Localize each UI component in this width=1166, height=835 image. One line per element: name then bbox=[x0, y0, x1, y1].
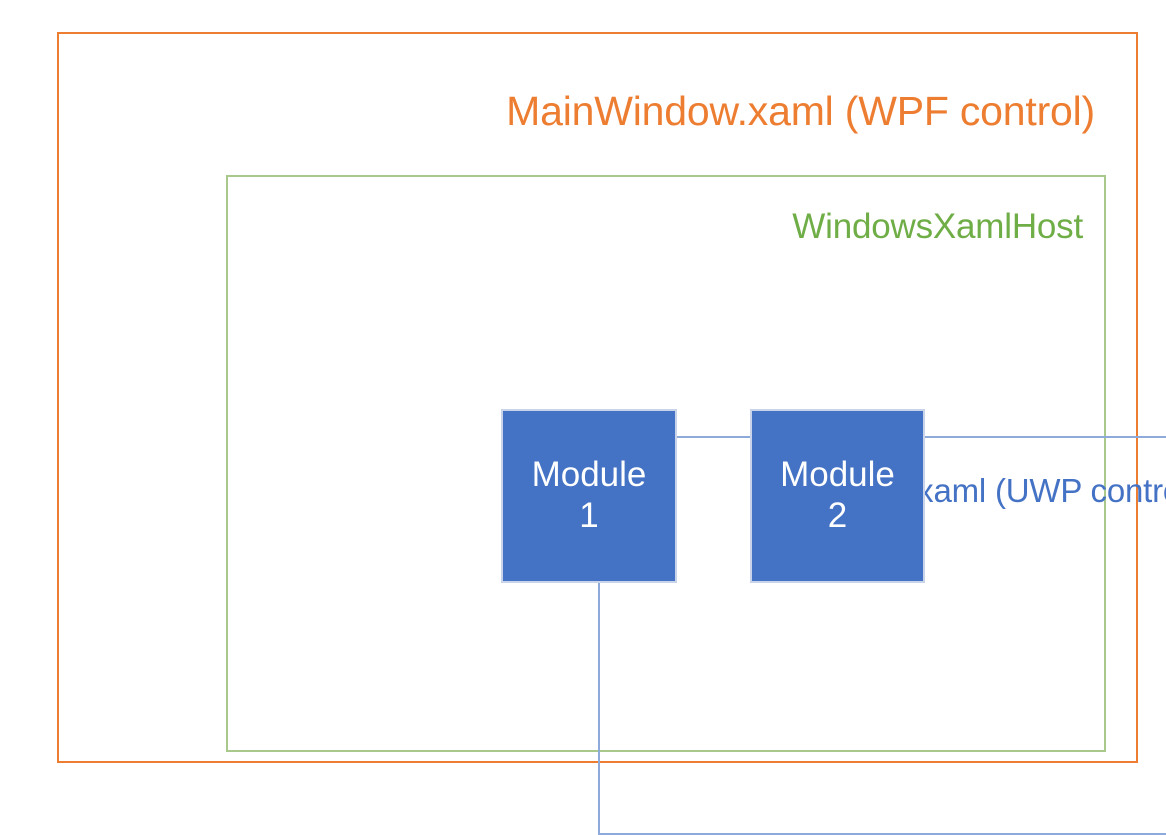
module-1-label-line2: 1 bbox=[579, 496, 599, 535]
wpf-container-box: MainWindow.xaml (WPF control) WindowsXam… bbox=[57, 32, 1166, 835]
diagram-canvas: MainWindow.xaml (WPF control) WindowsXam… bbox=[57, 32, 1166, 835]
module-2-label-line1: Module bbox=[780, 455, 895, 495]
windows-xaml-host-label: WindowsXamlHost bbox=[792, 207, 1083, 246]
wpf-container-label: MainWindow.xaml (WPF control) bbox=[506, 88, 1095, 134]
module-1-label-line1: Module bbox=[531, 455, 647, 495]
module-1-block: Module 1 bbox=[501, 409, 677, 583]
module-2-label-line2: 2 bbox=[827, 496, 848, 535]
module-2-block: Module 2 bbox=[750, 409, 925, 583]
